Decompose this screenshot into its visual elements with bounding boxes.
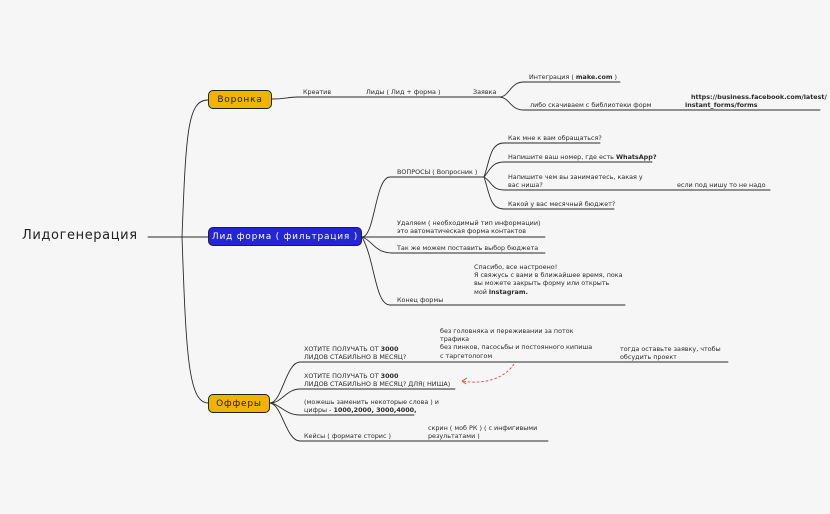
- connector-download: [499, 96, 681, 111]
- node-leadform[interactable]: Лид форма ( фильтрация ): [208, 227, 362, 246]
- connector-o1: [269, 361, 434, 404]
- annotation-arrow: [461, 363, 515, 383]
- connector-integration: [499, 81, 621, 98]
- leadform-q1: Как мне к вам обращаться?: [508, 134, 602, 142]
- offer-cases-detail: скрин ( моб РК ) ( с инфигивыми результа…: [428, 424, 538, 441]
- leadform-questions: ВОПРОСЫ ( Вопросник ): [397, 168, 478, 176]
- leadform-q3: Напишите чем вы занимаетесь, какая у вас…: [508, 173, 643, 190]
- connector-q1: [483, 142, 601, 178]
- funnel-integration: Интеграция ( make.com ): [529, 73, 618, 81]
- funnel-download: либо скачиваем с библиотеки форм: [530, 101, 652, 109]
- connector-q4: [483, 176, 615, 210]
- offer-1-detail: без головняка и переживании за поток тра…: [440, 327, 593, 360]
- funnel-leads: Лиды ( Лид + форма ): [366, 88, 441, 96]
- annotation-arrowhead: [461, 377, 468, 385]
- offer-3: (можешь заменить некоторые слова ) и циф…: [304, 398, 439, 415]
- funnel-request: Заявка: [473, 88, 497, 96]
- leadform-thanks: Спасибо, все настроено! Я свяжусь с вами…: [474, 263, 623, 296]
- node-funnel[interactable]: Воронка: [208, 90, 272, 109]
- connector-funnel-chain: [271, 96, 501, 100]
- leadform-q4: Какой у вас месячный бюджет?: [508, 200, 616, 208]
- connector-offers: [181, 236, 209, 404]
- connector-questions: [361, 176, 485, 238]
- root-title: Лидогенерация: [22, 228, 138, 243]
- offer-1-note: тогда оставьте заявку, чтобы обсудить пр…: [620, 345, 721, 362]
- offer-1: ХОТИТЕ ПОЛУЧАТЬ ОТ 3000 ЛИДОВ СТАБИЛЬНО …: [304, 345, 407, 362]
- offer-cases: Кейсы ( формате сторис ): [304, 432, 391, 440]
- leadform-end: Конец формы: [397, 296, 444, 304]
- connector-q3: [483, 176, 671, 191]
- leadform-q3-note: если под нишу то не надо: [677, 181, 766, 189]
- offer-2: ХОТИТЕ ПОЛУЧАТЬ ОТ 3000 ЛИДОВ СТАБИЛЬНО …: [304, 372, 451, 389]
- leadform-budget: Так же можем поставить выбор бюджета: [397, 244, 539, 252]
- connector-budget: [361, 236, 546, 254]
- node-offers[interactable]: Офферы: [208, 394, 270, 413]
- funnel-url[interactable]: https://business.facebook.com/latest/ in…: [685, 93, 827, 110]
- connector-o2: [269, 388, 456, 404]
- funnel-creative: Креатив: [303, 88, 332, 96]
- connector-funnel: [181, 99, 209, 238]
- connector-q2: [483, 161, 653, 178]
- leadform-q2: Напишите ваш номер, где есть WhatsApp?: [508, 153, 657, 161]
- leadform-remove: Удаляем ( необходимый тип информации) эт…: [397, 219, 541, 236]
- connector-cases: [269, 402, 549, 442]
- connector-end: [361, 236, 626, 306]
